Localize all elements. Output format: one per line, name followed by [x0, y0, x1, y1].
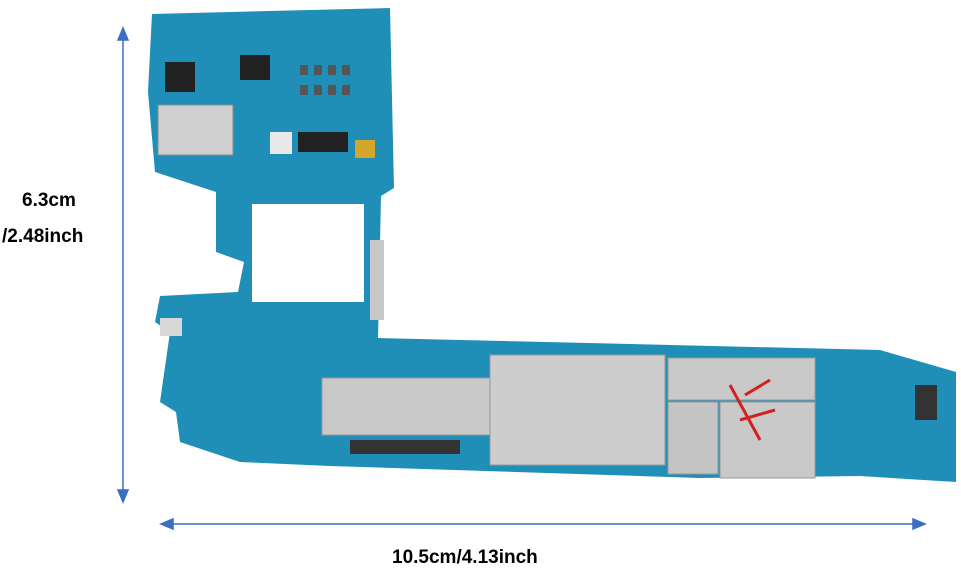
motherboard [148, 8, 956, 482]
height-inch-label: /2.48inch [2, 226, 84, 247]
height-cm-label: 6.3cm [22, 190, 76, 211]
width-label: 10.5cm/4.13inch [392, 547, 538, 568]
height-dimension-arrow [116, 26, 130, 504]
width-dimension-arrow [159, 517, 927, 531]
